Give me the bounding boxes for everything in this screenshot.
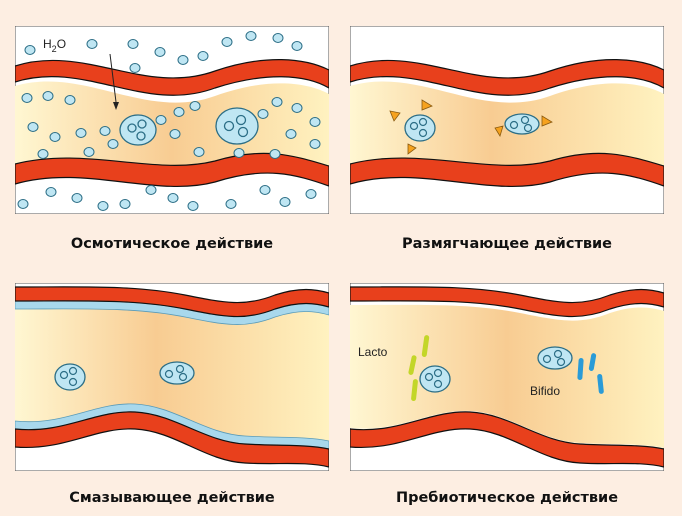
stool-particle: [538, 347, 572, 369]
bifido-label: Bifido: [530, 384, 560, 398]
caption-prebiotic: Пребиотическое действие: [342, 490, 672, 506]
osmotic-illustration: H2O: [15, 26, 329, 214]
caption-softening: Размягчающее действие: [342, 236, 672, 252]
panel-prebiotic: Lacto Bifido: [350, 283, 664, 471]
prebiotic-illustration: Lacto Bifido: [350, 283, 664, 471]
lubricating-illustration: [15, 283, 329, 471]
stool-particle: [120, 115, 156, 145]
softening-illustration: [350, 26, 664, 214]
stool-particle: [160, 362, 194, 384]
stool-particle: [216, 108, 258, 144]
panel-osmotic: H2O: [15, 26, 329, 214]
panel-lubricating: [15, 283, 329, 471]
caption-lubricating: Смазывающее действие: [7, 490, 337, 506]
stool-particle: [420, 366, 450, 392]
stool-particle: [55, 364, 85, 390]
stool-particle: [505, 114, 539, 134]
caption-osmotic: Осмотическое действие: [7, 236, 337, 252]
lacto-label: Lacto: [358, 345, 388, 359]
panel-softening: [350, 26, 664, 214]
stool-particle: [405, 115, 435, 141]
